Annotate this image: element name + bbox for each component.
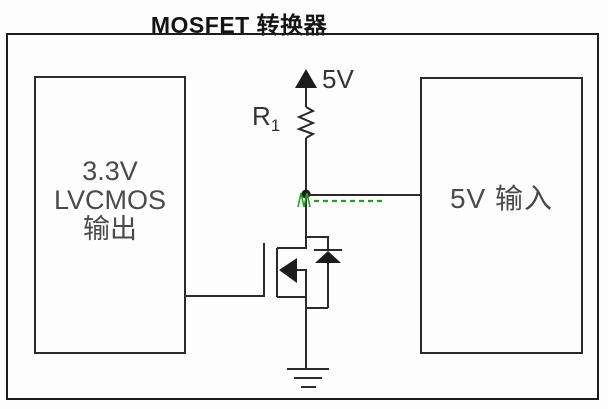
resistor-subscript: 1 — [270, 116, 281, 136]
lvcmos-output-line3: 输出 — [83, 214, 137, 244]
supply-arrow-icon — [295, 69, 317, 88]
mosfet-icon — [263, 237, 307, 298]
supply-voltage-label: 5V — [322, 64, 354, 94]
5v-input-box: 5V 输入 — [420, 77, 583, 354]
lvcmos-output-box: 3.3V LVCMOS 输出 — [34, 76, 186, 354]
highlight-squiggle-icon — [297, 192, 385, 208]
body-diode-icon — [306, 236, 342, 309]
resistor-icon — [296, 106, 316, 139]
5v-input-label: 5V 输入 — [449, 183, 554, 214]
lvcmos-output-label: 3.3V LVCMOS 输出 — [36, 158, 184, 245]
resistor-name: R — [252, 101, 271, 131]
lvcmos-output-line2: LVCMOS — [53, 185, 167, 215]
diagram-frame — [6, 33, 599, 400]
mosfet-drain-lead — [277, 237, 307, 249]
mosfet-body-arrow-icon — [279, 258, 297, 283]
resistor-label: R1 — [252, 101, 281, 136]
mosfet-body-lead — [297, 269, 307, 297]
lvcmos-output-line1: 3.3V — [82, 156, 138, 186]
ground-icon — [287, 368, 329, 388]
